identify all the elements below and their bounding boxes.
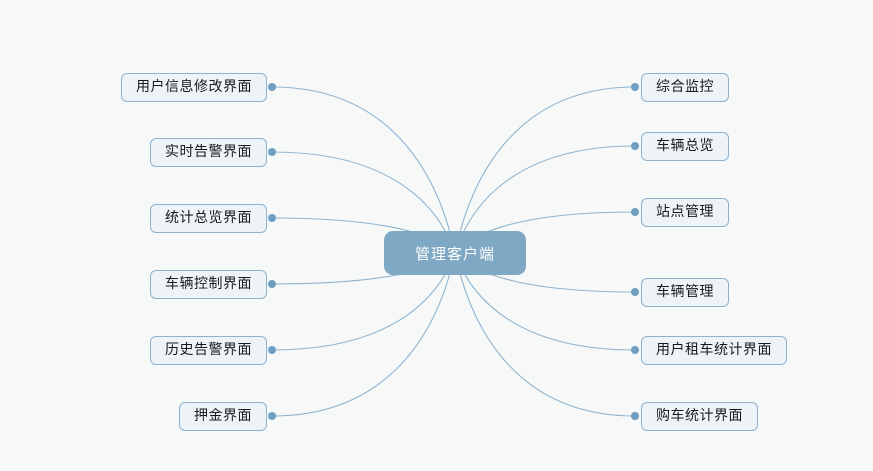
connector-dot xyxy=(631,83,639,91)
branch-node-left-3[interactable]: 车辆控制界面 xyxy=(150,269,267,299)
branch-node-right-3[interactable]: 车辆管理 xyxy=(641,277,729,307)
connector-edge xyxy=(271,86,456,254)
connector-edge xyxy=(271,252,456,417)
branch-node-label: 车辆控制界面 xyxy=(165,276,252,292)
branch-node-label: 综合监控 xyxy=(656,79,714,95)
connector-dot xyxy=(268,346,276,354)
connector-dot xyxy=(268,280,276,288)
branch-node-label: 统计总览界面 xyxy=(165,210,252,226)
connector-dot xyxy=(268,148,276,156)
branch-node-label: 站点管理 xyxy=(656,204,714,220)
connector-dot xyxy=(631,346,639,354)
branch-node-label: 车辆管理 xyxy=(656,284,714,300)
branch-node-right-1[interactable]: 车辆总览 xyxy=(641,131,729,161)
branch-node-right-5[interactable]: 购车统计界面 xyxy=(641,401,758,431)
branch-node-label: 实时告警界面 xyxy=(165,144,252,160)
branch-node-right-0[interactable]: 综合监控 xyxy=(641,72,729,102)
branch-node-left-1[interactable]: 实时告警界面 xyxy=(150,137,267,167)
branch-node-left-0[interactable]: 用户信息修改界面 xyxy=(121,72,267,102)
connector-dot xyxy=(631,412,639,420)
center-node-label: 管理客户端 xyxy=(414,244,495,263)
branch-node-label: 用户租车统计界面 xyxy=(656,342,772,358)
connector-dot xyxy=(268,214,276,222)
branch-node-left-5[interactable]: 押金界面 xyxy=(179,401,267,431)
branch-node-right-4[interactable]: 用户租车统计界面 xyxy=(641,335,787,365)
branch-node-left-2[interactable]: 统计总览界面 xyxy=(150,203,267,233)
branch-node-label: 用户信息修改界面 xyxy=(136,79,252,95)
connector-edge xyxy=(454,252,636,417)
branch-node-right-2[interactable]: 站点管理 xyxy=(641,197,729,227)
connector-edge xyxy=(454,86,636,254)
branch-node-label: 车辆总览 xyxy=(656,138,714,154)
connector-dot xyxy=(268,412,276,420)
connector-dot xyxy=(631,288,639,296)
branch-node-label: 购车统计界面 xyxy=(656,408,743,424)
branch-node-label: 押金界面 xyxy=(194,408,252,424)
branch-node-left-4[interactable]: 历史告警界面 xyxy=(150,335,267,365)
branch-node-label: 历史告警界面 xyxy=(165,342,252,358)
center-node[interactable]: 管理客户端 xyxy=(384,231,526,275)
connector-dot xyxy=(631,208,639,216)
connector-dot xyxy=(631,142,639,150)
connector-dot xyxy=(268,83,276,91)
